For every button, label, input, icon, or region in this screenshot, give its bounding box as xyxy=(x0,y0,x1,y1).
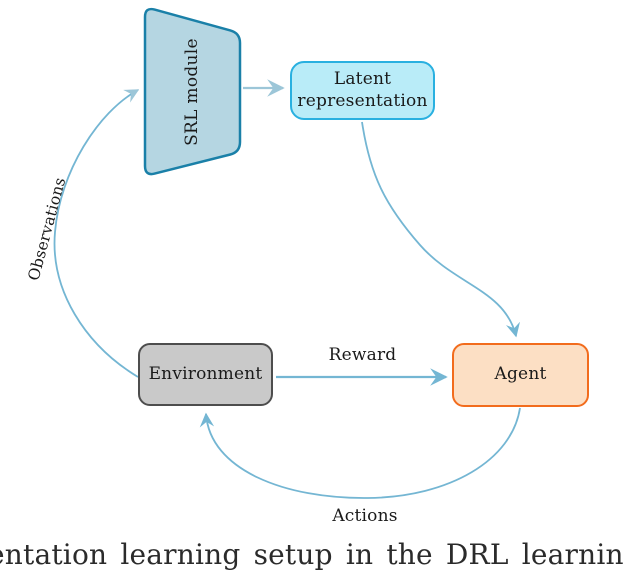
srl-module-label: SRL module xyxy=(182,38,202,146)
agent-node: Agent xyxy=(452,343,589,407)
actions-arrow xyxy=(199,407,521,499)
observations-arrow xyxy=(53,89,140,378)
latent-to-agent-arrow xyxy=(361,121,520,338)
latent-representation-node: Latent representation xyxy=(290,61,435,120)
reward-edge-label: Reward xyxy=(328,345,397,365)
srl-module-shape xyxy=(143,7,242,176)
figure-caption: entation learning setup in the DRL learn… xyxy=(0,538,624,571)
environment-label: Environment xyxy=(148,363,263,384)
latent-representation-label: Latent representation xyxy=(297,69,428,111)
agent-label: Agent xyxy=(494,364,547,385)
actions-edge-label: Actions xyxy=(332,506,398,526)
diagram-canvas xyxy=(53,7,521,499)
environment-node: Environment xyxy=(138,343,273,406)
srl-drl-loop-diagram: SRL module Latent representation Environ… xyxy=(0,7,624,569)
